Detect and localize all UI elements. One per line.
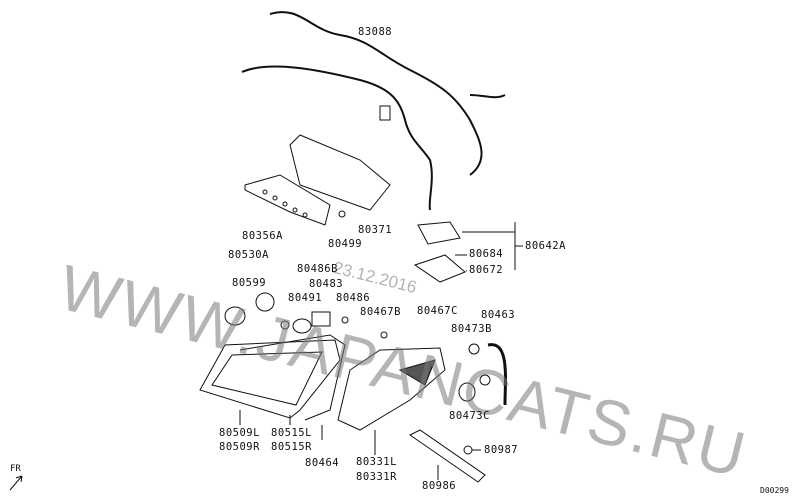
part-label-80509R[interactable]: 80509R <box>219 441 260 453</box>
part-label-80515R[interactable]: 80515R <box>271 441 312 453</box>
front-direction-label: FR <box>10 464 21 474</box>
part-label-80331R[interactable]: 80331R <box>356 471 397 483</box>
part-label-80463[interactable]: 80463 <box>481 309 516 321</box>
side-reflector <box>409 429 486 483</box>
wiring-harness <box>241 11 506 211</box>
part-label-80672[interactable]: 80672 <box>469 264 504 276</box>
outer-combination-lamp <box>337 347 446 455</box>
part-label-80331L[interactable]: 80331L <box>356 456 397 468</box>
part-label-80464[interactable]: 80464 <box>305 457 340 469</box>
part-label-80467B[interactable]: 80467B <box>360 306 401 318</box>
grommet <box>379 105 391 121</box>
part-label-83088[interactable]: 83088 <box>358 26 393 38</box>
part-label-80684[interactable]: 80684 <box>469 248 504 260</box>
part-label-80356A[interactable]: 80356A <box>242 230 283 242</box>
part-label-80491[interactable]: 80491 <box>288 292 323 304</box>
bulbs-and-sockets <box>224 292 507 406</box>
part-label-80371[interactable]: 80371 <box>358 224 393 236</box>
part-label-80987[interactable]: 80987 <box>484 444 519 456</box>
part-label-80486[interactable]: 80486 <box>336 292 371 304</box>
inner-combination-lamp <box>199 334 346 425</box>
high-mount-stop-lamp <box>244 134 391 226</box>
part-label-80473C[interactable]: 80473C <box>449 410 490 422</box>
part-label-80509L[interactable]: 80509L <box>219 427 260 439</box>
part-label-80642A[interactable]: 80642A <box>525 240 566 252</box>
part-label-80530A[interactable]: 80530A <box>228 249 269 261</box>
part-label-80515L[interactable]: 80515L <box>271 427 312 439</box>
diagram-code: D00299 <box>760 486 789 495</box>
part-label-80499[interactable]: 80499 <box>328 238 363 250</box>
license-lamp <box>413 221 523 283</box>
part-label-80599[interactable]: 80599 <box>232 277 267 289</box>
part-label-80467C[interactable]: 80467C <box>417 305 458 317</box>
front-arrow-icon <box>9 475 23 491</box>
part-label-80473B[interactable]: 80473B <box>451 323 492 335</box>
part-label-80483[interactable]: 80483 <box>309 278 344 290</box>
part-label-80986[interactable]: 80986 <box>422 480 457 492</box>
part-label-80486B[interactable]: 80486B <box>297 263 338 275</box>
